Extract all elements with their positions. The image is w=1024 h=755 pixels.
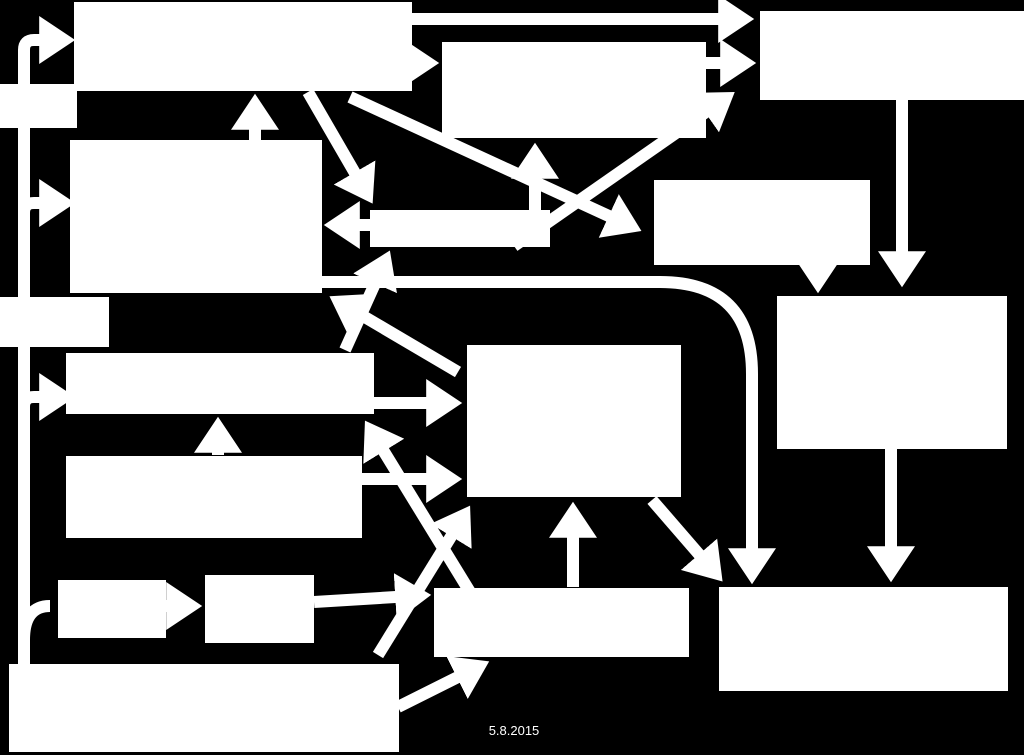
node-bottom-small-b [205,575,314,643]
node-bottom-center [434,588,689,657]
connector-bottom-small-b-to-bottom-center [313,573,432,621]
node-left-small-top [0,84,77,128]
connector-top-center-to-center-mid [302,88,376,204]
connector-spine-to-bottom-small-a [18,600,51,641]
node-bottom-small-a [58,580,166,638]
connector-bottom-left-base-to-bottom-center [395,656,490,713]
node-right-mid-small [654,180,870,265]
footer-date: 5.8.2015 [488,723,540,738]
connector-center-large-to-bottom-right [647,496,723,582]
connector-spine-to-left-wide-bar [18,373,76,421]
node-left-large [70,140,322,293]
connector-bottom-center-to-left-wide-bar [363,420,476,596]
connector-left-wide-bar-to-center-mid [339,250,397,353]
node-left-wide-bar [66,353,374,414]
node-top-middle [442,42,706,138]
node-center-large [467,345,681,497]
connector-left-large-to-bottom-right [322,276,776,585]
node-bottom-left-base [9,664,399,752]
connector-left-spine [18,16,76,670]
node-top-center [74,2,412,91]
node-left-wide-lower [66,456,362,538]
node-top-right [760,11,1024,100]
node-left-small-mid [0,297,109,347]
node-bottom-right [719,587,1008,691]
node-right-large [777,296,1007,449]
connector-spine-to-left-large [18,179,76,227]
node-center-mid [370,210,550,247]
